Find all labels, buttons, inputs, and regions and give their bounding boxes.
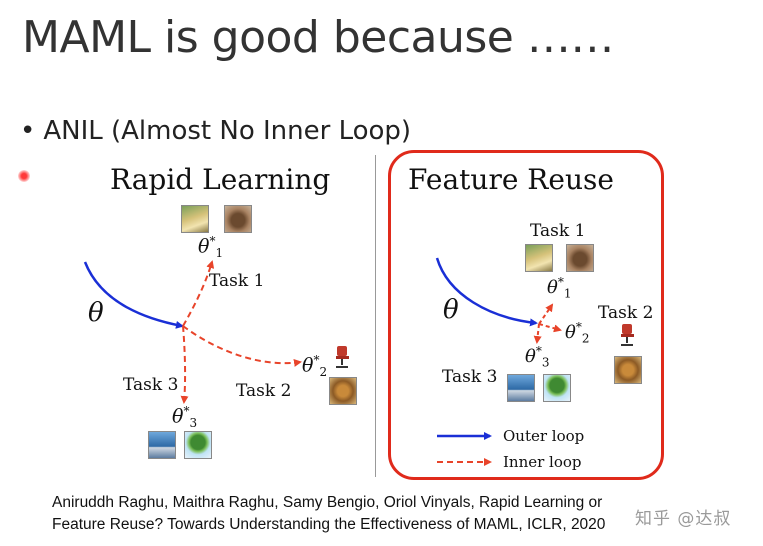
fr-theta-2-star: θ*2 (565, 320, 590, 346)
airplane-image (148, 431, 176, 459)
fr-task-3-label: Task 3 (442, 367, 498, 387)
rl-inner-loop-task2 (182, 325, 302, 367)
theta-1-star: θ*1 (198, 234, 224, 261)
citation: Aniruddh Raghu, Maithra Raghu, Samy Beng… (52, 492, 605, 536)
fr-inner-loop-task2 (538, 323, 562, 333)
fr-theta-1-star: θ*1 (547, 275, 572, 301)
dog-image (181, 205, 209, 233)
bullet-text: ANIL (Almost No Inner Loop) (43, 116, 412, 146)
fr-tree-image (543, 374, 571, 402)
fr-theta-3-star: θ*3 (525, 344, 550, 370)
fr-task-1-label: Task 1 (530, 221, 586, 241)
feature-reuse-heading: Feature Reuse (408, 163, 614, 196)
fr-chair-image (621, 324, 634, 346)
rl-inner-loop-task3 (180, 325, 189, 404)
bullet-item: •ANIL (Almost No Inner Loop) (20, 116, 411, 146)
fr-cat-image (566, 244, 594, 272)
citation-line-1: Aniruddh Raghu, Maithra Raghu, Samy Beng… (52, 494, 603, 511)
fr-task-2-label: Task 2 (598, 303, 654, 323)
task-3-label: Task 3 (123, 375, 179, 395)
fr-dog-image (525, 244, 553, 272)
theta-2-star: θ*2 (302, 353, 328, 380)
fr-lion-image (614, 356, 642, 384)
slide-title: MAML is good because …… (22, 12, 614, 63)
fr-airplane-image (507, 374, 535, 402)
panel-divider (375, 155, 376, 477)
theta-3-star: θ*3 (172, 404, 198, 431)
laser-pointer-dot (18, 170, 30, 182)
fr-inner-loop-task3 (533, 323, 542, 344)
legend-outer-loop-label: Outer loop (503, 427, 585, 445)
theta-label: θ (88, 298, 104, 328)
watermark: 知乎 @达叔 (635, 509, 732, 529)
task-1-label: Task 1 (209, 271, 265, 291)
fr-outer-loop-arrow (435, 257, 538, 327)
chair-image (336, 346, 349, 368)
rl-outer-loop-arrow (83, 261, 184, 329)
tree-image (184, 431, 212, 459)
fr-inner-loop-task1 (538, 303, 554, 325)
fr-theta-label: θ (443, 295, 459, 325)
lion-image (329, 377, 357, 405)
rapid-learning-heading: Rapid Learning (110, 163, 331, 196)
bullet-dot: • (20, 116, 36, 146)
feature-reuse-box (388, 150, 664, 480)
legend-inner-loop-label: Inner loop (503, 453, 582, 471)
citation-line-2: Feature Reuse? Towards Understanding the… (52, 516, 606, 533)
rl-inner-loop-task1 (182, 260, 215, 327)
task-2-label: Task 2 (236, 381, 292, 401)
cat-image (224, 205, 252, 233)
